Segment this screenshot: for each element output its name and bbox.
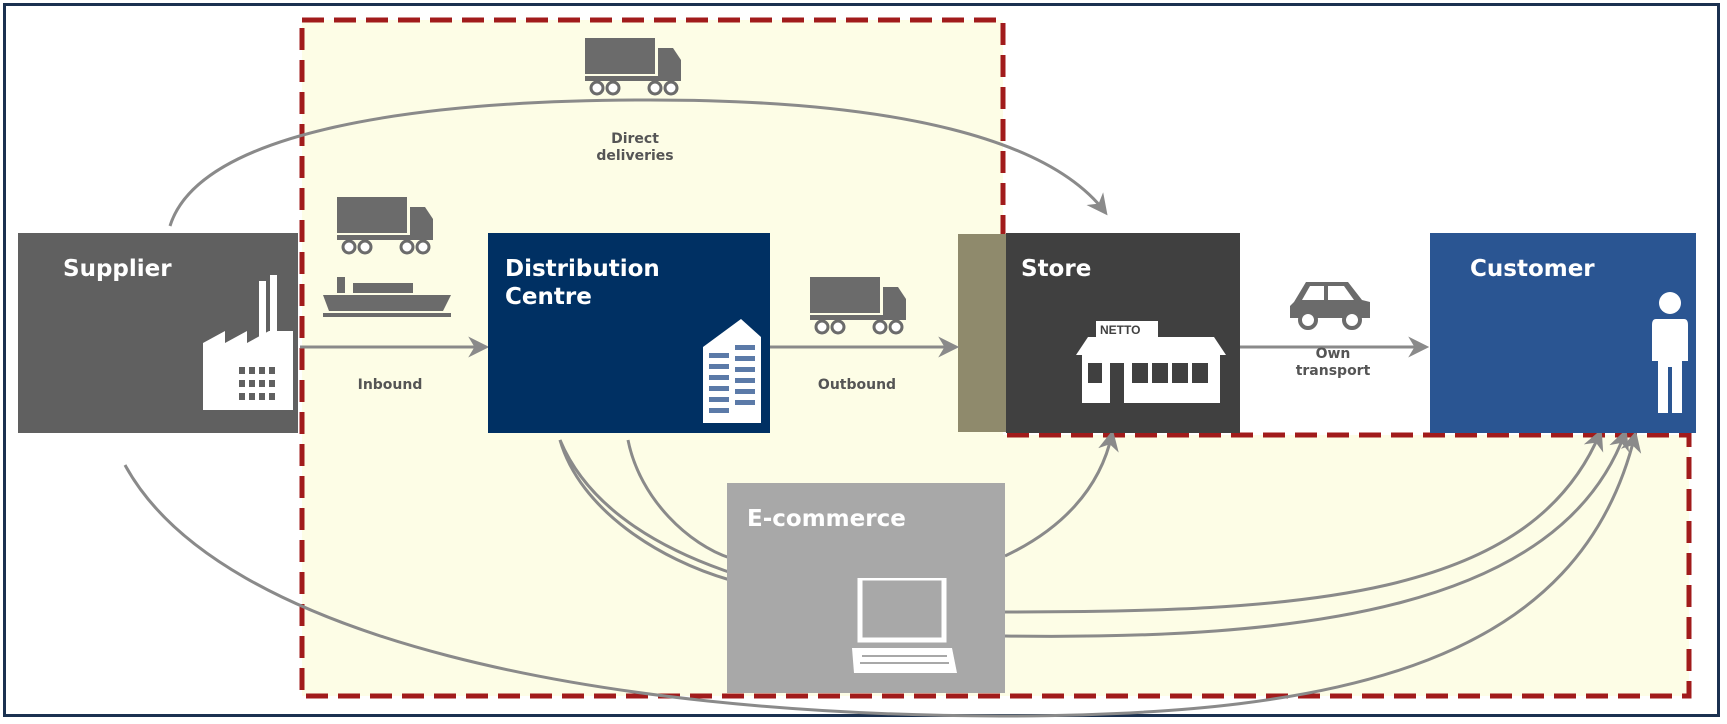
outbound-label: Outbound — [817, 377, 897, 393]
ecommerce-to-store-arrow — [1004, 429, 1119, 558]
store-box: Store NETTO — [1006, 233, 1240, 433]
inbound-label: Inbound — [357, 377, 423, 393]
supplier-label: Supplier — [63, 256, 172, 282]
direct-deliveries-line2: deliveries — [596, 148, 674, 164]
car-icon — [1290, 282, 1370, 330]
direct-deliveries-line1: Direct — [611, 131, 659, 147]
dc-to-ecommerce-arrow-b — [558, 439, 731, 582]
truck-icon — [810, 277, 906, 335]
shop-icon: NETTO — [1076, 321, 1226, 403]
truck-icon — [585, 38, 681, 96]
olive-band — [958, 234, 1006, 432]
own-transport-line1: Own — [1315, 346, 1351, 362]
factory-icon — [203, 275, 293, 410]
supplier-to-customer-arrow — [123, 430, 1642, 718]
distribution-centre-box: Distribution Centre — [488, 233, 770, 433]
ecommerce-label: E-commerce — [747, 506, 906, 532]
office-building-icon — [703, 319, 761, 423]
ecommerce-to-customer-arrow — [1004, 429, 1630, 638]
supplier-box: Supplier — [18, 233, 298, 433]
store-label: Store — [1021, 256, 1092, 282]
person-icon — [1652, 292, 1688, 413]
ship-icon — [323, 277, 451, 317]
laptop-icon — [852, 578, 957, 673]
dc-to-customer-arrow — [558, 429, 1604, 614]
customer-box: Customer — [1430, 233, 1696, 433]
shop-sign-text: NETTO — [1100, 323, 1140, 337]
direct-deliveries-label: Direct deliveries — [580, 131, 690, 165]
dc-to-ecommerce-arrow-a — [626, 439, 731, 560]
distribution-centre-label-line2: Centre — [505, 284, 592, 310]
distribution-centre-label-line1: Distribution — [505, 256, 660, 282]
ecommerce-box: E-commerce — [727, 483, 1005, 693]
truck-icon — [337, 197, 433, 255]
direct-deliveries-arrow — [168, 98, 1108, 227]
own-transport-label: Own transport — [1283, 346, 1383, 380]
own-transport-line2: transport — [1295, 363, 1371, 379]
customer-label: Customer — [1470, 256, 1595, 282]
